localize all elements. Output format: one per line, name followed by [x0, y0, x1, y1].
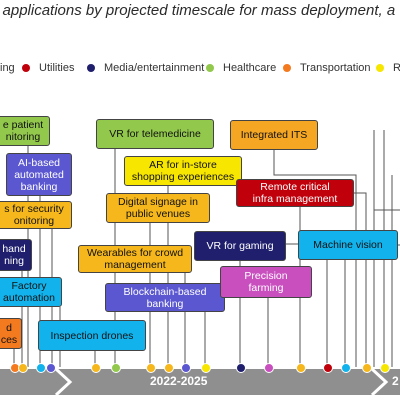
timeline-marker	[323, 363, 333, 373]
app-label: Inspection drones	[50, 329, 134, 342]
app-label: AI-based automated banking	[14, 156, 64, 193]
app-label: VR for telemedicine	[109, 128, 201, 140]
legend-dot	[283, 64, 291, 72]
timeline-period-label: 2	[392, 374, 399, 388]
app-box-vr-telemedicine: VR for telemedicine	[96, 119, 214, 149]
app-label: d ces	[0, 321, 18, 346]
timeline-marker	[341, 363, 351, 373]
app-box-ar-in-store: AR for in-store shopping experiences	[124, 156, 242, 186]
timeline-marker	[164, 363, 174, 373]
timeline-marker	[146, 363, 156, 373]
app-box-vr-gaming: VR for gaming	[194, 231, 286, 261]
legend-item-healthcare: Healthcare	[206, 62, 276, 74]
legend-label: Media/entertainment	[104, 62, 205, 74]
timeline-period-label: 2022-2025	[150, 374, 208, 388]
timeline-band	[0, 369, 400, 395]
timeline-marker	[201, 363, 211, 373]
app-box-integrated-its: Integrated ITS	[230, 120, 318, 150]
app-label: Precision farming	[244, 270, 288, 294]
app-box-demand-planning: hand ning	[0, 239, 32, 271]
app-box-wearables: Wearables for crowd management	[78, 245, 192, 273]
timeline-marker	[264, 363, 274, 373]
chart-title: 3 applications by projected timescale fo…	[0, 2, 396, 19]
app-label: Machine vision	[313, 239, 383, 251]
app-label: Integrated ITS	[240, 129, 308, 141]
app-label: Wearables for crowd management	[86, 247, 184, 271]
app-label: AR for in-store shopping experiences	[131, 159, 235, 183]
legend-dot	[87, 64, 95, 72]
app-box-devices: d ces	[0, 318, 22, 349]
timeline-marker	[362, 363, 372, 373]
legend-dot	[206, 64, 214, 72]
legend-dot	[22, 64, 30, 72]
legend-item-utilities: Utilities	[22, 62, 74, 74]
legend-item-transportation: Transportation	[283, 62, 371, 74]
app-label: Remote critical infra management	[252, 181, 338, 205]
legend-dot	[376, 64, 384, 72]
legend-label: Transportation	[300, 62, 371, 74]
legend-label: ing	[0, 62, 15, 74]
timeline-marker	[380, 363, 390, 373]
timeline-marker	[46, 363, 56, 373]
legend-item-retail: R	[376, 62, 400, 74]
app-box-ai-banking: AI-based automated banking	[6, 153, 72, 196]
legend-label: R	[393, 62, 400, 74]
app-box-remote-infra: Remote critical infra management	[236, 179, 354, 207]
timeline-marker	[236, 363, 246, 373]
app-box-inspection-drones: Inspection drones	[38, 320, 146, 351]
timeline-marker	[36, 363, 46, 373]
app-box-blockchain-banking: Blockchain-based banking	[105, 283, 225, 312]
app-box-precision-farming: Precision farming	[220, 266, 312, 298]
timeline-marker	[91, 363, 101, 373]
timeline-marker	[181, 363, 191, 373]
app-box-factory-automation: Factory automation	[0, 277, 62, 307]
legend-label: Utilities	[39, 62, 75, 74]
timeline-marker	[296, 363, 306, 373]
app-label: e patient nitoring	[2, 119, 44, 143]
legend-item-media: Media/entertainment	[87, 62, 204, 74]
app-label: VR for gaming	[206, 240, 274, 252]
app-label: Digital signage in public venues	[118, 196, 198, 220]
app-box-patient-monitoring: e patient nitoring	[0, 116, 50, 146]
legend: ing Utilities Media/entertainment Health…	[0, 62, 400, 78]
app-label: hand ning	[2, 243, 26, 267]
app-box-digital-signage: Digital signage in public venues	[106, 193, 210, 223]
app-label: s for security onitoring	[4, 203, 64, 227]
legend-label: Healthcare	[223, 62, 277, 74]
app-box-security-monitoring: s for security onitoring	[0, 201, 72, 229]
app-label: Blockchain-based banking	[123, 285, 207, 310]
app-label: Factory automation	[3, 280, 55, 304]
app-box-machine-vision: Machine vision	[298, 230, 398, 260]
timeline-marker	[111, 363, 121, 373]
legend-item-manufacturing: ing	[0, 62, 15, 74]
timeline-marker	[18, 363, 28, 373]
